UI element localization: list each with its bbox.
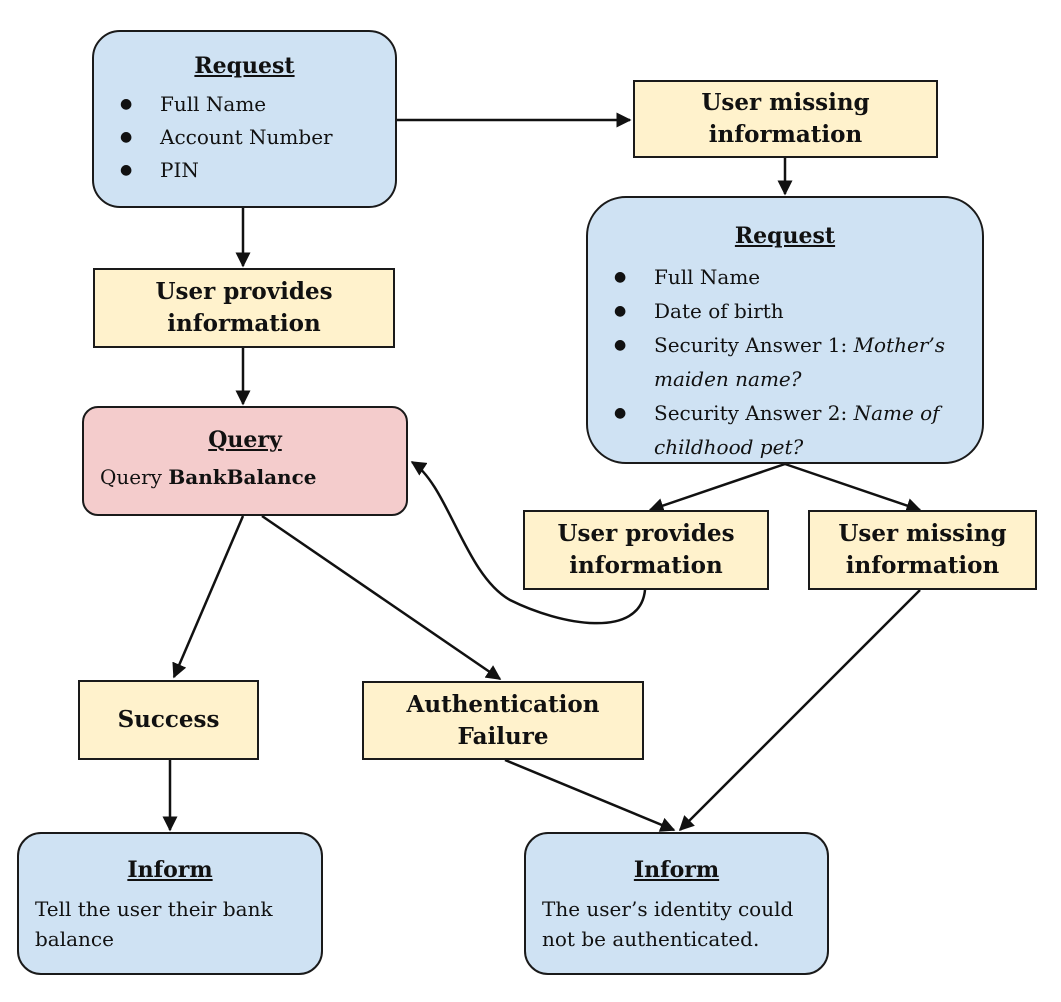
request-title: Request: [734, 223, 836, 249]
arrow-provides2-to-query: [410, 460, 647, 625]
node-label-line: information: [569, 552, 723, 579]
request-field-list: Full Name Date of birth Security Answer …: [588, 260, 982, 464]
user-missing-information-node-1: User missing information: [633, 80, 938, 158]
inform-title: Inform: [633, 857, 720, 883]
list-item: PIN: [94, 154, 395, 187]
user-provides-information-node-2: User provides information: [523, 510, 769, 590]
node-label-line: information: [845, 552, 1000, 579]
request-node-2: Request Full Name Date of birth Security…: [586, 196, 984, 464]
node-label-line: Failure: [457, 722, 549, 750]
authentication-failure-node: Authentication Failure: [362, 681, 644, 760]
node-label-line: information: [167, 310, 321, 337]
request-field-list: Full Name Account Number PIN: [94, 88, 395, 187]
node-label-line: User missing: [701, 89, 870, 116]
user-missing-information-node-2: User missing information: [808, 510, 1037, 590]
arrow-query-to-success: [172, 515, 245, 679]
query-node: Query Query BankBalance: [82, 406, 408, 516]
request-node-1: Request Full Name Account Number PIN: [92, 30, 397, 208]
list-item: Account Number: [94, 121, 395, 154]
arrow-request2-to-provides2: [648, 462, 786, 513]
user-provides-information-node-1: User provides information: [93, 268, 395, 348]
inform-text: The user’s identity could not be authent…: [542, 897, 794, 951]
arrow-missing2-to-inform2: [678, 589, 921, 832]
arrow-query-to-authfail: [261, 514, 502, 681]
node-label-line: Authentication: [406, 690, 600, 718]
list-item: Full Name: [588, 260, 982, 294]
success-node: Success: [78, 680, 259, 760]
inform-title: Inform: [127, 857, 213, 883]
node-label-line: information: [708, 121, 863, 148]
inform-text: Tell the user their bank balance: [35, 897, 273, 951]
inform-node-1: Inform Tell the user their bank balance: [17, 832, 323, 975]
arrow-authfail-to-inform2: [504, 758, 676, 832]
query-text: Query BankBalance: [100, 465, 317, 489]
query-title: Query: [208, 427, 282, 453]
node-label-line: Success: [117, 706, 220, 733]
arrow-request2-to-missing2: [784, 462, 922, 513]
list-item: Date of birth: [588, 294, 982, 328]
request-title: Request: [194, 53, 295, 79]
node-label-line: User provides: [155, 278, 333, 305]
node-label-line: User missing: [838, 520, 1007, 547]
list-item: Full Name: [94, 88, 395, 121]
node-label-line: User provides: [557, 520, 735, 547]
inform-node-2: Inform The user’s identity could not be …: [524, 832, 829, 975]
